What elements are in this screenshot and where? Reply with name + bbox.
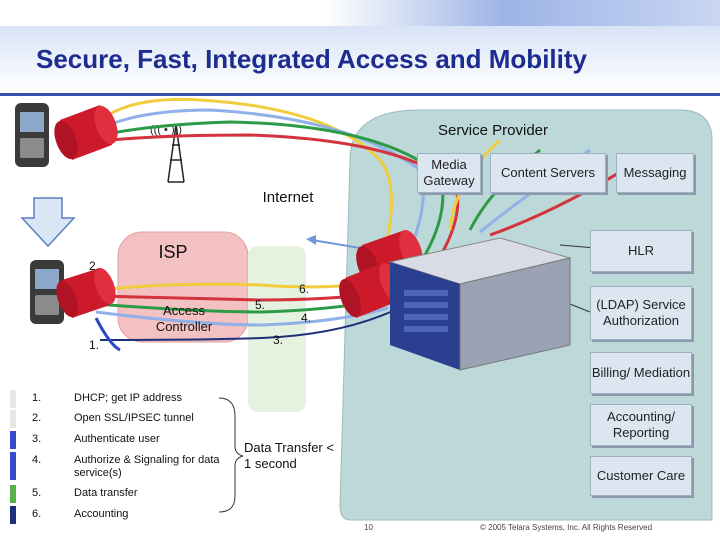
link-blue bbox=[89, 108, 425, 251]
legend-item: 1. DHCP; get IP address bbox=[0, 390, 230, 408]
content-servers-box: Content Servers bbox=[490, 153, 606, 193]
legend-text: Accounting bbox=[74, 508, 129, 520]
legend-item: 6. Accounting bbox=[0, 506, 230, 524]
legend-color-bar bbox=[10, 410, 16, 428]
link-green bbox=[89, 120, 445, 256]
step-label-2: 2. bbox=[88, 259, 99, 273]
link-blue-short bbox=[94, 317, 121, 352]
cell-tower-icon bbox=[167, 124, 185, 183]
step-label-1: 1. bbox=[88, 338, 99, 352]
steps-legend: 1. DHCP; get IP address 2. Open SSL/IPSE… bbox=[0, 0, 240, 540]
step-label-6: 6. bbox=[298, 282, 309, 296]
legend-color-bar bbox=[10, 506, 16, 524]
legend-text: DHCP; get IP address bbox=[74, 392, 183, 404]
legend-text: Open SSL/IPSEC tunnel bbox=[74, 412, 194, 424]
hlr-box: HLR bbox=[590, 230, 692, 272]
legend-item: 4. Authorize & Signaling for data servic… bbox=[0, 452, 230, 480]
service-provider-label: Service Provider bbox=[437, 122, 549, 139]
mobile-phone-icon-bottom bbox=[30, 260, 64, 324]
legend-number: 1. bbox=[32, 392, 42, 404]
server-appliance-icon bbox=[388, 237, 572, 371]
legend-number: 2. bbox=[32, 412, 42, 424]
title-rule bbox=[0, 93, 720, 96]
data-transfer-zone bbox=[248, 246, 306, 412]
header-strip bbox=[0, 0, 720, 26]
tunnel-icon-top bbox=[54, 105, 118, 160]
step-label-5: 5. bbox=[254, 298, 265, 312]
messaging-box: Messaging bbox=[616, 153, 694, 193]
legend-item: 5. Data transfer bbox=[0, 485, 230, 503]
ldap-service-authorization-box: (LDAP) Service Authorization bbox=[590, 286, 692, 340]
customer-care-box: Customer Care bbox=[590, 456, 692, 496]
legend-item: 2. Open SSL/IPSEC tunnel bbox=[0, 410, 230, 428]
data-transfer-label: Data Transfer < 1 second bbox=[244, 440, 334, 471]
step-label-3: 3. bbox=[272, 333, 283, 347]
tunnel-icon-bottom bbox=[56, 267, 116, 318]
legend-text: Data transfer bbox=[74, 487, 138, 499]
legend-color-bar bbox=[10, 390, 16, 408]
legend-item: 3. Authenticate user bbox=[0, 431, 230, 449]
isp-label: ISP bbox=[158, 242, 188, 262]
link-yellow bbox=[88, 97, 393, 251]
billing-mediation-box: Billing/ Mediation bbox=[590, 352, 692, 394]
legend-text: Authenticate user bbox=[74, 433, 160, 445]
legend-number: 3. bbox=[32, 433, 42, 445]
legend-color-bar bbox=[10, 431, 16, 449]
step-label-4: 4. bbox=[300, 311, 311, 325]
mobile-phone-icon-top bbox=[15, 103, 49, 167]
copyright-text: © 2005 Telara Systems, Inc. All Rights R… bbox=[480, 523, 653, 532]
legend-text: Authorize & Signaling for data service(s… bbox=[74, 454, 220, 479]
legend-color-bar bbox=[10, 452, 16, 480]
media-gateway-box: Media Gateway bbox=[417, 153, 481, 193]
access-controller-label: Access Controller bbox=[155, 303, 213, 334]
page-number: 10 bbox=[364, 523, 373, 532]
link-dark-2 bbox=[99, 309, 396, 341]
down-arrow-icon bbox=[20, 197, 76, 248]
page-title: Secure, Fast, Integrated Access and Mobi… bbox=[36, 44, 587, 74]
legend-color-bar bbox=[10, 485, 16, 503]
internet-arrow bbox=[311, 239, 361, 249]
legend-number: 5. bbox=[32, 487, 42, 499]
legend-number: 4. bbox=[32, 454, 42, 466]
internet-label: Internet bbox=[262, 189, 314, 206]
accounting-reporting-box: Accounting/ Reporting bbox=[590, 404, 692, 446]
link-red bbox=[91, 133, 460, 261]
legend-brace bbox=[218, 397, 244, 513]
legend-number: 6. bbox=[32, 508, 42, 520]
